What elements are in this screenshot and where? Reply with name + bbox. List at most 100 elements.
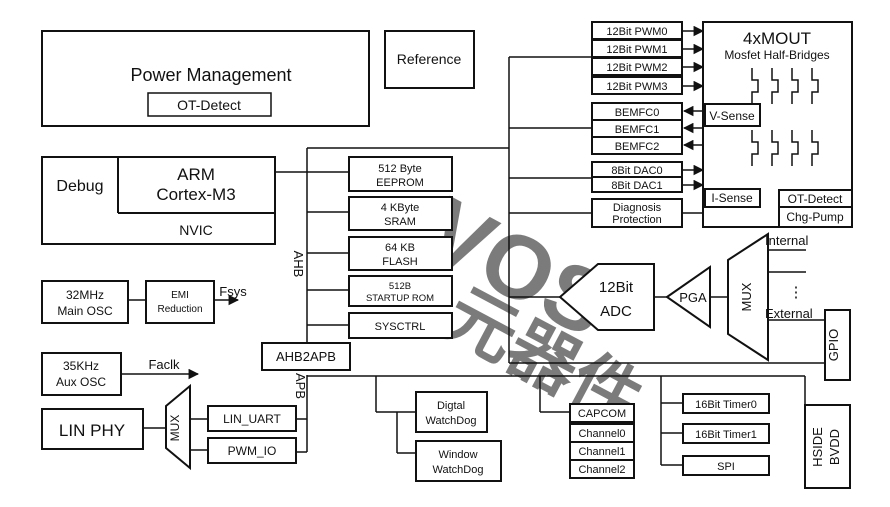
sysctrl-label: SYSCTRL	[375, 321, 426, 333]
pga-block	[665, 265, 711, 329]
dac0-label: 8Bit DAC0	[611, 165, 662, 177]
apb-label: APB	[293, 373, 308, 399]
aux-osc-label: Aux OSC	[56, 375, 106, 389]
aux-osc-block	[41, 352, 122, 396]
timer1-label: 16Bit Timer1	[695, 429, 757, 441]
protection-label: Protection	[612, 214, 662, 226]
nvic-label: NVIC	[179, 222, 212, 238]
chg-pump-label: Chg-Pump	[786, 210, 844, 224]
external-label: External	[765, 306, 813, 321]
dac1-label: 8Bit DAC1	[611, 180, 662, 192]
capcom-group: CAPCOM Channel0 Channel1 Channel2	[569, 403, 635, 479]
pwm-io-block	[207, 437, 297, 464]
fsys-label: Fsys	[219, 284, 247, 299]
pwm3-label: 12Bit PWM3	[606, 81, 667, 93]
startup-rom-label: STARTUP ROM	[366, 293, 434, 304]
mout-ot-detect-label: OT-Detect	[788, 192, 843, 206]
lin-uart-block	[207, 405, 297, 432]
main-osc-freq: 32MHz	[66, 288, 104, 302]
chg-pump-block	[778, 206, 853, 228]
diagnosis-label: Diagnosis	[613, 202, 662, 214]
v-sense-block	[704, 103, 761, 127]
emi-reduction-label: Reduction	[157, 304, 202, 315]
spi-label: SPI	[717, 461, 735, 473]
bemfc2-label: BEMFC2	[615, 141, 660, 153]
pwm0-label: 12Bit PWM0	[606, 26, 667, 38]
capcom-label: CAPCOM	[578, 408, 626, 420]
startup-rom-size: 512B	[389, 281, 411, 292]
flash-label: FLASH	[382, 256, 418, 268]
pwm2-label: 12Bit PWM2	[606, 62, 667, 74]
gpio-block	[824, 309, 851, 381]
channel1-label: Channel1	[578, 446, 625, 458]
timer0-block	[682, 393, 770, 414]
cortex-m3-label: Cortex-M3	[156, 185, 235, 204]
pwm3-block	[591, 76, 683, 95]
i-sense-label: I-Sense	[711, 191, 753, 205]
power-ot-detect-block	[147, 92, 272, 117]
lin-mux-block	[165, 383, 191, 471]
adc-mux-block	[727, 232, 769, 362]
digital-watchdog-line2: WatchDog	[426, 415, 477, 427]
digital-watchdog-block	[415, 391, 488, 433]
adc-label: ADC	[600, 303, 632, 320]
pwm-group: 12Bit PWM0 12Bit PWM1 12Bit PWM2 12Bit P…	[591, 21, 683, 95]
dac1-block	[591, 176, 683, 193]
internal-more-dots: ⋮	[789, 284, 804, 301]
power-ot-detect-label: OT-Detect	[177, 97, 241, 113]
adc-bits-label: 12Bit	[599, 279, 634, 296]
lin-uart-label: LIN_UART	[223, 412, 281, 426]
reference-label: Reference	[397, 51, 462, 67]
internal-label: Internal	[765, 233, 808, 248]
ahb2apb-block	[261, 342, 351, 371]
mosfet-symbols	[751, 68, 819, 166]
timer0-label: 16Bit Timer0	[695, 399, 757, 411]
pwm1-label: 12Bit PWM1	[606, 44, 667, 56]
sram-block	[348, 196, 453, 231]
pwm2-block	[591, 57, 683, 76]
adc-block	[558, 263, 655, 331]
v-sense-label: V-Sense	[709, 109, 755, 123]
bemfc0-label: BEMFC0	[615, 107, 660, 119]
faclk-label: Faclk	[148, 357, 180, 372]
ahb-label: AHB	[291, 251, 306, 278]
gpio-label: GPIO	[826, 329, 841, 362]
flash-block	[348, 236, 453, 271]
debug-label: Debug	[56, 178, 103, 195]
pga-label: PGA	[679, 290, 707, 305]
reference-block	[384, 30, 475, 89]
sram-label: SRAM	[384, 216, 416, 228]
timer1-block	[682, 423, 770, 444]
window-watchdog-block	[415, 440, 502, 482]
hside-label: HSIDE	[810, 427, 825, 467]
eeprom-block	[348, 156, 453, 192]
arm-label: ARM	[177, 165, 215, 184]
lin-phy-block	[41, 408, 144, 450]
main-osc-block	[41, 280, 129, 324]
memory-blocks: 512 Byte EEPROM 4 KByte SRAM 64 KB FLASH…	[348, 156, 453, 339]
eeprom-size: 512 Byte	[378, 163, 421, 175]
flash-size: 64 KB	[385, 242, 415, 254]
bvdd-label: BVDD	[827, 429, 842, 465]
spi-block	[682, 455, 770, 476]
channel2-block	[569, 459, 635, 479]
startup-rom-block	[348, 275, 453, 307]
emi-reduction-block	[145, 280, 215, 324]
connection-lines	[121, 25, 825, 466]
window-watchdog-line1: Window	[438, 449, 477, 461]
hside-bvdd-block	[804, 404, 851, 489]
adc-mux-label: MUX	[739, 282, 754, 311]
aux-osc-freq: 35KHz	[63, 359, 99, 373]
i-sense-block	[704, 188, 761, 208]
lin-phy-label: LIN PHY	[59, 421, 125, 440]
bemf-group: BEMFC0 BEMFC1 BEMFC2	[591, 102, 683, 155]
ahb2apb-label: AHB2APB	[276, 349, 336, 364]
diagnosis-block	[591, 198, 683, 228]
cpu-block	[41, 156, 276, 245]
mout-title: 4xMOUT	[743, 29, 811, 48]
lin-mux-label: MUX	[168, 415, 182, 442]
sram-size: 4 KByte	[381, 202, 420, 214]
bemfc2-block	[591, 136, 683, 155]
channel0-label: Channel0	[578, 428, 625, 440]
